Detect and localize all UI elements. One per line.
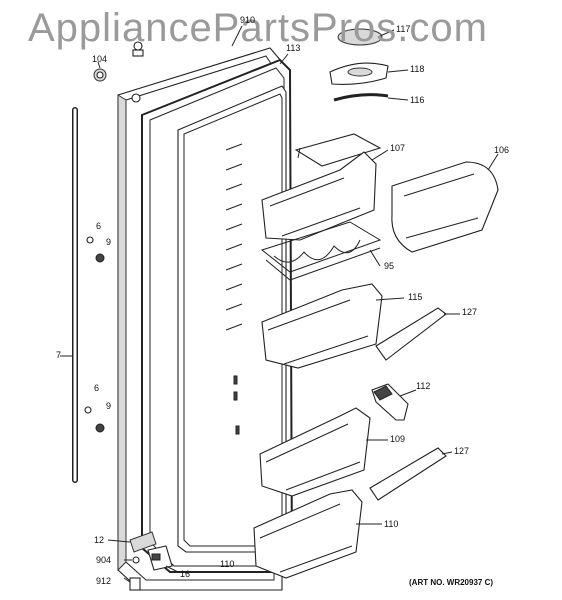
watermark-text: AppliancePartsPros.com <box>28 6 488 50</box>
callout-9-upper: 9 <box>106 237 112 247</box>
callout-127-upper: 127 <box>462 307 478 317</box>
callout-16: 16 <box>180 569 191 579</box>
callout-127-lower: 127 <box>454 446 470 456</box>
callout-104: 104 <box>92 54 108 64</box>
leader-lines <box>60 25 499 583</box>
door-bin-icon <box>261 151 377 241</box>
callout-9-lower: 9 <box>106 401 112 411</box>
callout-117: 117 <box>396 24 411 34</box>
callout-118: 118 <box>410 64 425 74</box>
callout-904: 904 <box>96 555 112 565</box>
art-number: (ART NO. WR20937 C) <box>409 578 494 587</box>
wire-rack-icon <box>260 221 382 281</box>
clip-icon <box>371 383 409 421</box>
door-bin-icon <box>259 407 371 497</box>
plug-icon <box>93 68 107 82</box>
callout-112: 112 <box>416 381 431 391</box>
callout-109: 109 <box>390 434 406 444</box>
callout-106: 106 <box>494 145 510 155</box>
bin-cover-icon <box>294 133 382 167</box>
callout-7: 7 <box>56 350 62 360</box>
callout-12: 12 <box>94 535 105 545</box>
door-bin-icon <box>261 283 383 369</box>
hinge-icon <box>129 531 173 571</box>
dairy-bin-icon <box>391 161 499 253</box>
callout-912: 912 <box>96 576 112 586</box>
callout-110-door: 110 <box>220 559 235 569</box>
callout-113: 113 <box>286 43 301 53</box>
bin-cover-icon <box>369 307 447 501</box>
callout-107: 107 <box>390 143 406 153</box>
liner-shelf-ribs <box>225 143 243 435</box>
screw-icon <box>84 41 144 591</box>
callout-116: 116 <box>410 95 425 105</box>
door-gasket-icon <box>141 58 294 573</box>
callout-910: 910 <box>240 15 256 25</box>
callout-115: 115 <box>408 292 423 302</box>
dispenser-cup-icon <box>329 28 389 102</box>
callout-110-lower-bin: 110 <box>384 519 399 529</box>
door-bin-icon <box>253 489 363 579</box>
callout-95: 95 <box>384 261 395 271</box>
callout-6-lower: 6 <box>94 383 100 393</box>
callout-6-upper: 6 <box>96 221 102 231</box>
